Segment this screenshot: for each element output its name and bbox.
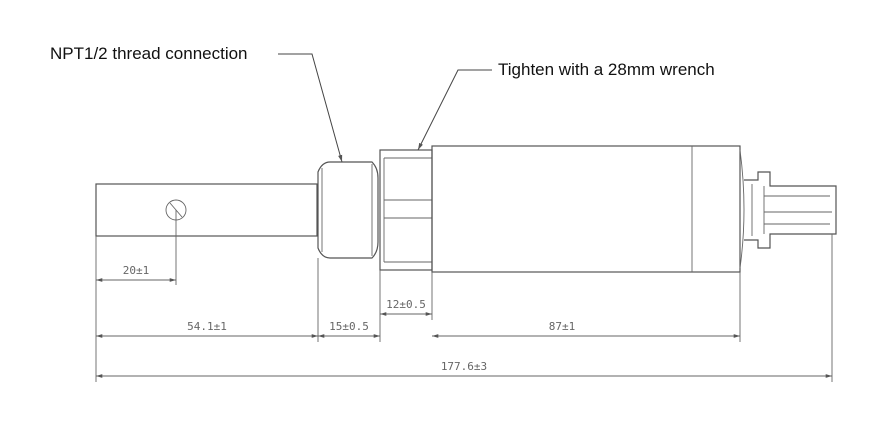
- thread-callout: NPT1/2 thread connection: [50, 44, 248, 63]
- cable-connector: [744, 171, 837, 249]
- dim-body-length: 87±1: [549, 320, 576, 333]
- dim-total-length: 177.6±3: [441, 360, 487, 373]
- dim-probe-offset: 20±1: [123, 264, 150, 277]
- extension-lines: [95, 234, 833, 382]
- probe-rod: [95, 183, 318, 285]
- hex-section: [379, 149, 433, 271]
- main-body: [431, 145, 745, 273]
- thread-connector: [317, 161, 379, 259]
- wrench-callout-leader: [417, 69, 492, 151]
- thread-callout-leader: [278, 53, 343, 163]
- dim-probe-length: 54.1±1: [187, 320, 227, 333]
- dim-hex-length: 12±0.5: [386, 298, 426, 311]
- dim-thread-length: 15±0.5: [329, 320, 369, 333]
- wrench-callout: Tighten with a 28mm wrench: [498, 60, 715, 79]
- dimension-lines: [96, 278, 832, 378]
